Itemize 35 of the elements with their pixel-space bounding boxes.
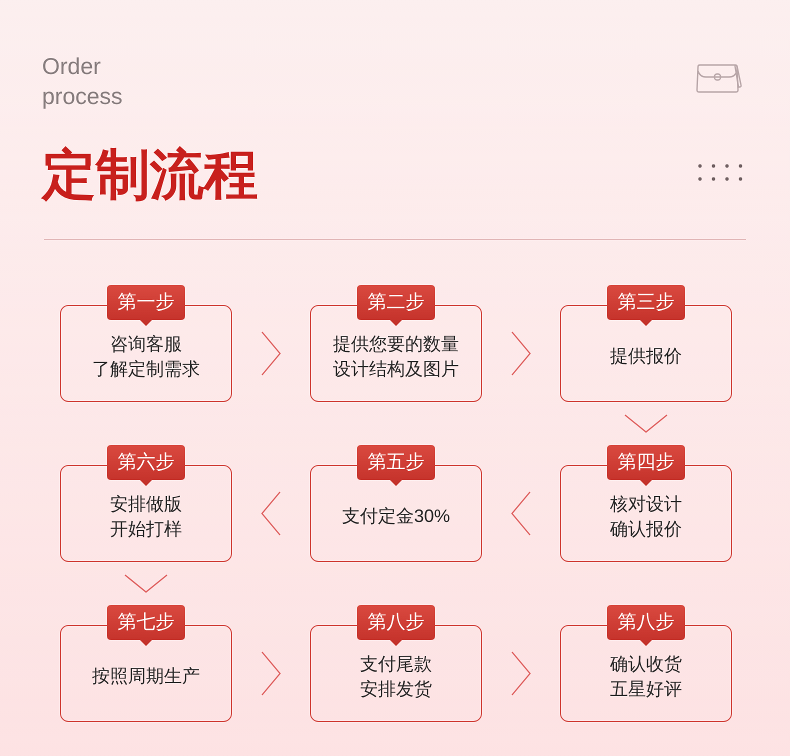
step-card — [560, 285, 732, 402]
step-card — [310, 445, 482, 562]
step-badge: 第三步 — [607, 285, 685, 326]
step-text: 了解定制需求 — [92, 358, 200, 380]
step-card — [60, 605, 232, 722]
step-badge: 第一步 — [107, 285, 185, 326]
step-card — [60, 445, 232, 562]
step-text: 提供报价 — [610, 345, 682, 368]
step-text: 提供您要的数量 — [333, 332, 459, 356]
step-badge: 第六步 — [107, 445, 185, 486]
step-text: 五星好评 — [610, 678, 682, 700]
step-text: 开始打样 — [110, 518, 182, 540]
step-badge: 第八步 — [357, 605, 435, 646]
step-text: 安排做版 — [110, 492, 182, 516]
step-text: 咨询客服 — [110, 332, 182, 356]
title-text: 定制流程 — [42, 144, 258, 207]
step-badge: 第二步 — [357, 285, 435, 326]
step-badge: 第四步 — [607, 445, 685, 486]
step-text: 核对设计 — [610, 492, 682, 516]
subtitle-text: Order process — [42, 52, 124, 111]
step-badge: 第五步 — [357, 445, 435, 486]
step-card — [310, 285, 482, 402]
step-badge: 第八步 — [607, 605, 685, 646]
step-card — [560, 605, 732, 722]
step-card — [560, 445, 732, 562]
step-badge: 第七步 — [107, 605, 185, 646]
step-text: 安排发货 — [360, 678, 432, 700]
step-card — [310, 605, 482, 722]
step-card — [60, 285, 232, 402]
step-text: 支付定金30% — [342, 505, 450, 528]
step-text: 按照周期生产 — [92, 665, 200, 688]
step-text: 确认收货 — [610, 652, 682, 676]
step-text: 支付尾款 — [360, 652, 432, 676]
step-text: 确认报价 — [610, 518, 682, 540]
step-text: 设计结构及图片 — [333, 358, 459, 380]
